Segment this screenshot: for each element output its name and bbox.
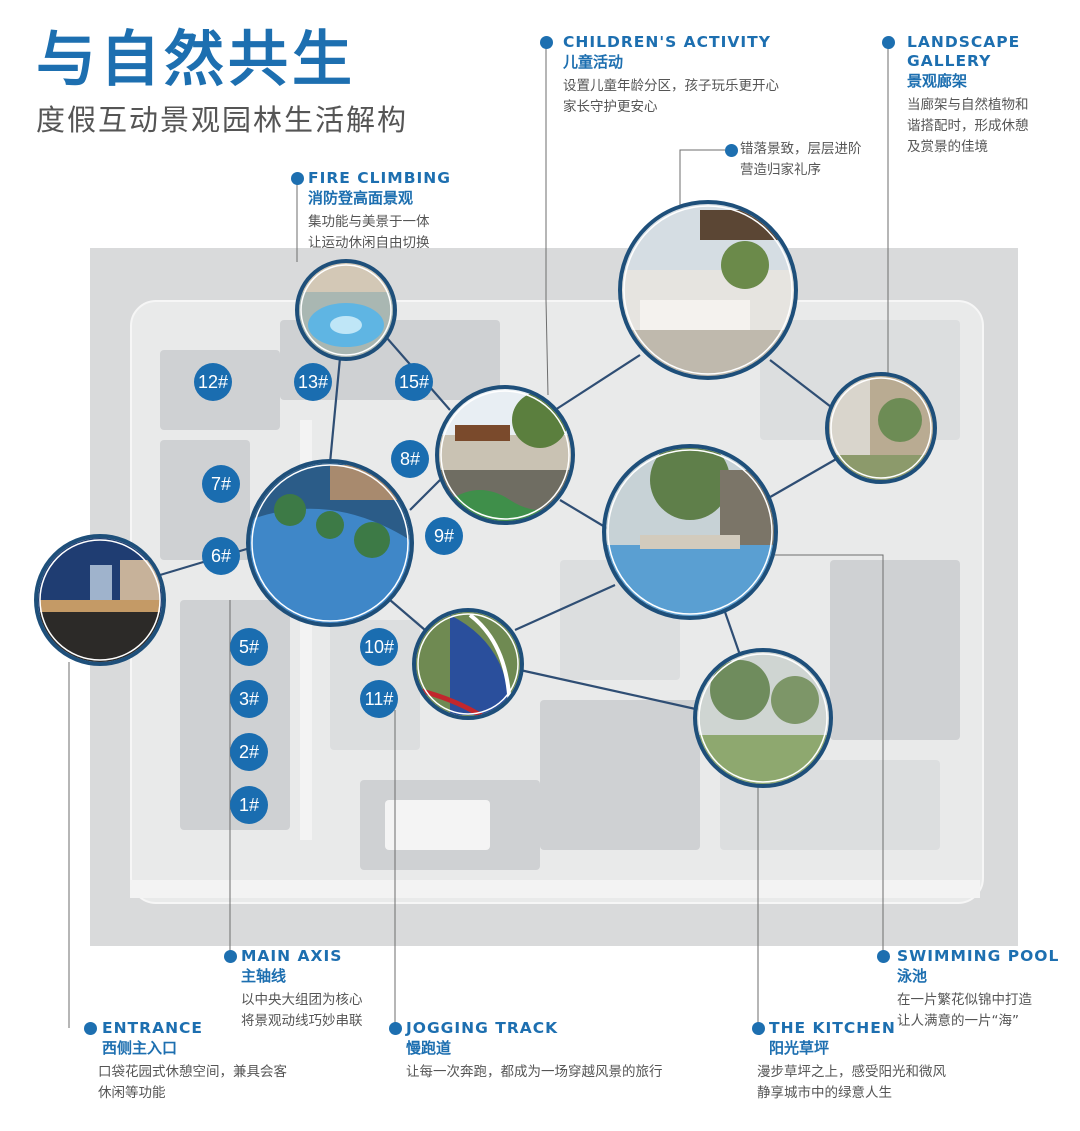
label-desc: 静享城市中的绿意人生 [757, 1085, 892, 1101]
building-badge-13: 13# [294, 363, 332, 401]
label-cn: 消防登高面景观 [308, 189, 414, 207]
label-dot-children [540, 36, 553, 49]
label-dot-main-axis [224, 950, 237, 963]
label-desc: 让人满意的一片“海” [897, 1013, 1019, 1029]
label-en: JOGGING TRACK [406, 1019, 559, 1037]
label-entrance: ENTRANCE 西侧主入口 口袋花园式休憩空间，兼具会客 休闲等功能 [98, 1019, 287, 1104]
label-en: CHILDREN'S ACTIVITY [563, 33, 771, 51]
label-desc: 谐搭配时，形成休憩 [907, 118, 1029, 134]
building-badge-6: 6# [202, 537, 240, 575]
building-badge-5: 5# [230, 628, 268, 666]
label-desc: 漫步草坪之上，感受阳光和微风 [757, 1064, 946, 1080]
label-en: SWIMMING POOL [897, 947, 1060, 965]
label-childrens-activity: CHILDREN'S ACTIVITY 儿童活动 设置儿童年龄分区，孩子玩乐更开… [563, 33, 779, 118]
label-desc: 设置儿童年龄分区，孩子玩乐更开心 [563, 78, 779, 94]
label-desc: 将景观动线巧妙串联 [241, 1013, 363, 1029]
label-desc: 口袋花园式休憩空间，兼具会客 [98, 1064, 287, 1080]
building-badge-2: 2# [230, 733, 268, 771]
label-jogging-track: JOGGING TRACK 慢跑道 让每一次奔跑，都成为一场穿越风景的旅行 [406, 1019, 663, 1083]
label-desc: 营造归家礼序 [740, 162, 821, 178]
building-badge-12: 12# [194, 363, 232, 401]
label-en: FIRE CLIMBING [308, 169, 451, 187]
label-fire-climbing: FIRE CLIMBING 消防登高面景观 集功能与美景于一体 让运动休闲自由切… [308, 169, 451, 254]
label-cn: 儿童活动 [563, 53, 624, 71]
label-dot-swimming [877, 950, 890, 963]
label-dot-terrace [725, 144, 738, 157]
label-dot-fire [291, 172, 304, 185]
label-cn: 景观廊架 [907, 72, 968, 90]
building-badge-15: 15# [395, 363, 433, 401]
label-desc: 让运动休闲自由切换 [308, 235, 430, 251]
label-cn: 泳池 [897, 967, 928, 985]
building-badge-3: 3# [230, 680, 268, 718]
page-subtitle: 度假互动景观园林生活解构 [36, 103, 409, 137]
label-dot-jogging [389, 1022, 402, 1035]
label-landscape-gallery: LANDSCAPE GALLERY 景观廊架 当廊架与自然植物和 谐搭配时，形成… [907, 33, 1029, 158]
label-desc: 以中央大组团为核心 [241, 992, 363, 1008]
building-badge-11: 11# [360, 680, 398, 718]
label-main-axis: MAIN AXIS 主轴线 以中央大组团为核心 将景观动线巧妙串联 [241, 947, 363, 1032]
label-cn: 阳光草坪 [769, 1039, 830, 1057]
label-en: ENTRANCE [102, 1019, 203, 1037]
label-en: GALLERY [907, 52, 992, 70]
building-badge-7: 7# [202, 465, 240, 503]
label-swimming-pool: SWIMMING POOL 泳池 在一片繁花似锦中打造 让人满意的一片“海” [897, 947, 1059, 1032]
building-badge-10: 10# [360, 628, 398, 666]
label-desc: 家长守护更安心 [563, 99, 658, 115]
building-badge-1: 1# [230, 786, 268, 824]
label-desc: 集功能与美景于一体 [308, 214, 430, 230]
label-desc: 当廊架与自然植物和 [907, 97, 1029, 113]
page-title: 与自然共生 [36, 25, 356, 95]
label-en: LANDSCAPE [907, 33, 1021, 51]
label-desc: 在一片繁花似锦中打造 [897, 992, 1032, 1008]
label-en: MAIN AXIS [241, 947, 343, 965]
label-desc: 错落景致，层层进阶 [740, 141, 862, 157]
label-dot-landscape [882, 36, 895, 49]
label-terrace: 错落景致，层层进阶 营造归家礼序 [740, 139, 862, 181]
label-en: THE KITCHEN [769, 1019, 896, 1037]
label-the-kitchen: THE KITCHEN 阳光草坪 漫步草坪之上，感受阳光和微风 静享城市中的绿意… [757, 1019, 946, 1104]
building-badge-8: 8# [391, 440, 429, 478]
label-desc: 休闲等功能 [98, 1085, 166, 1101]
label-dot-kitchen [752, 1022, 765, 1035]
label-desc: 及赏景的佳境 [907, 139, 988, 155]
label-desc: 让每一次奔跑，都成为一场穿越风景的旅行 [406, 1064, 663, 1080]
label-cn: 主轴线 [241, 967, 287, 985]
label-cn: 慢跑道 [406, 1039, 452, 1057]
label-cn: 西侧主入口 [102, 1039, 178, 1057]
building-badge-9: 9# [425, 517, 463, 555]
label-dot-entrance [84, 1022, 97, 1035]
